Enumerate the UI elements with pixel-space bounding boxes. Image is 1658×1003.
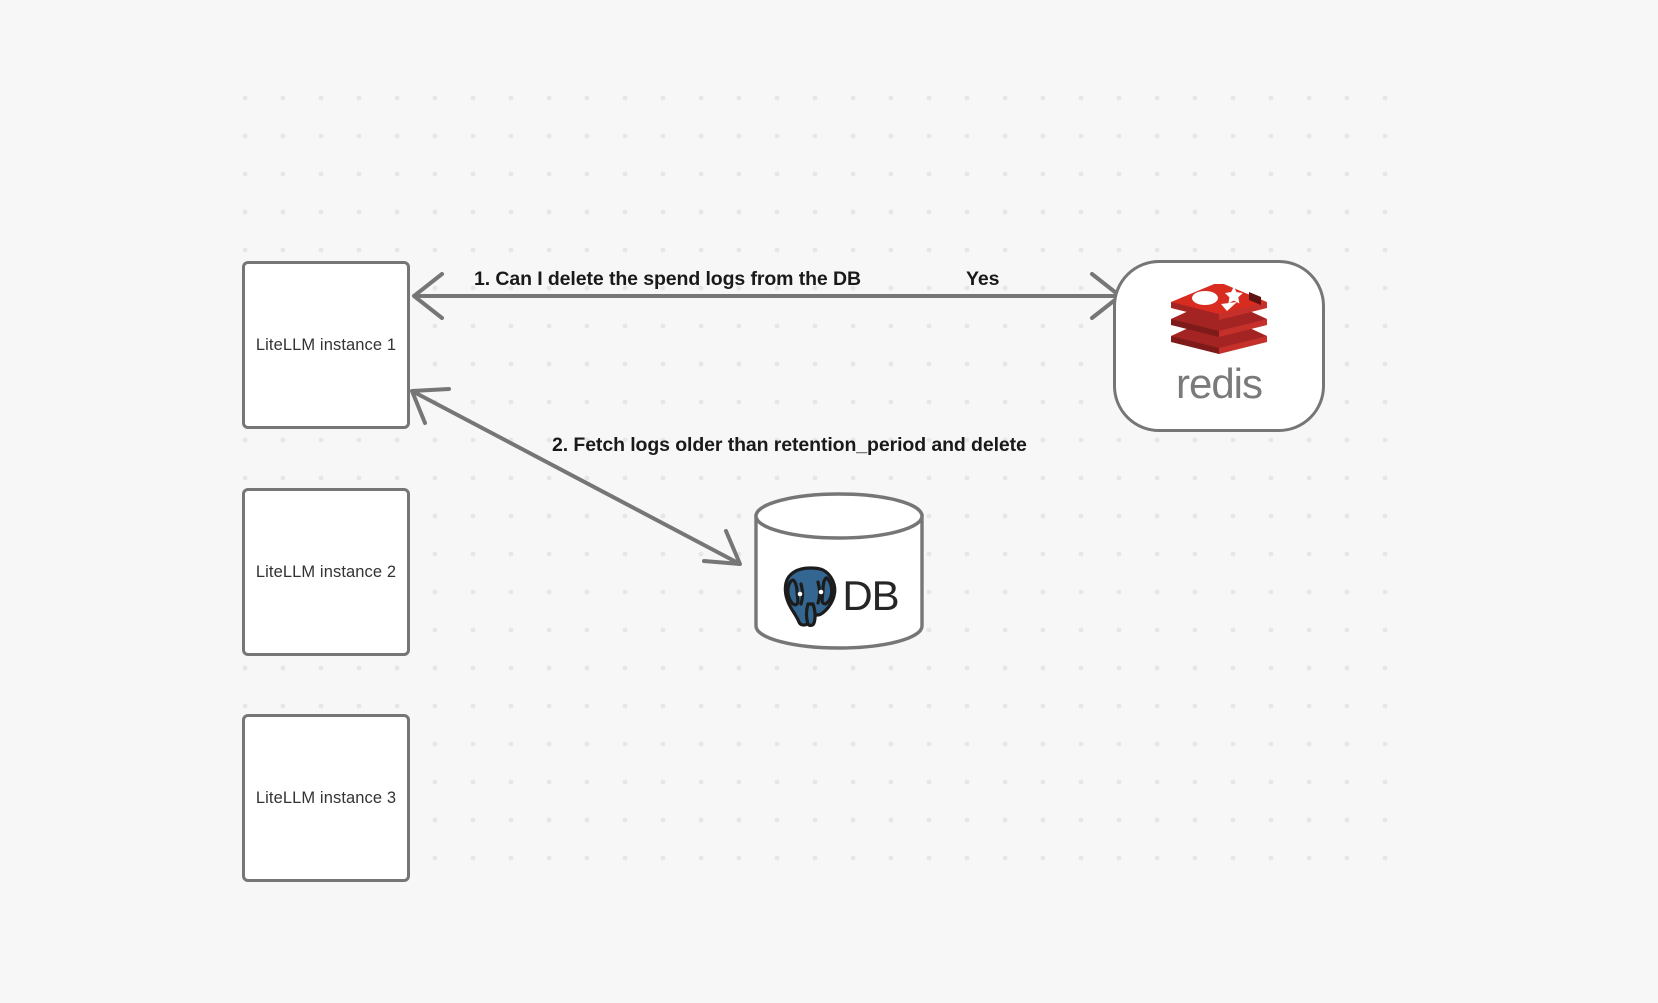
node-litellm-instance-3[interactable]: LiteLLM instance 3: [242, 714, 410, 882]
edge-1-secondary-label: Yes: [966, 268, 1000, 290]
node-litellm-instance-2[interactable]: LiteLLM instance 2: [242, 488, 410, 656]
postgres-elephant-glyph: [784, 566, 837, 627]
node-litellm-instance-1[interactable]: LiteLLM instance 1: [242, 261, 410, 429]
redis-stack-icon: [1171, 282, 1267, 354]
edge-1-label: 1. Can I delete the spend logs from the …: [474, 268, 861, 290]
node-redis[interactable]: redis: [1113, 260, 1325, 432]
node-label-litellm-2: LiteLLM instance 2: [255, 562, 397, 581]
edge-2-label: 2. Fetch logs older than retention_perio…: [552, 434, 1027, 456]
redis-wordmark: redis: [1175, 360, 1263, 407]
node-database[interactable]: DB: [753, 492, 925, 650]
postgresql-elephant-icon: [779, 564, 841, 628]
node-label-litellm-1: LiteLLM instance 1: [255, 335, 397, 354]
db-label: DB: [842, 572, 899, 619]
redis-logo-icon: [1165, 282, 1273, 358]
node-label-litellm-3: LiteLLM instance 3: [255, 788, 397, 807]
edge-2-arrow: [410, 387, 742, 566]
